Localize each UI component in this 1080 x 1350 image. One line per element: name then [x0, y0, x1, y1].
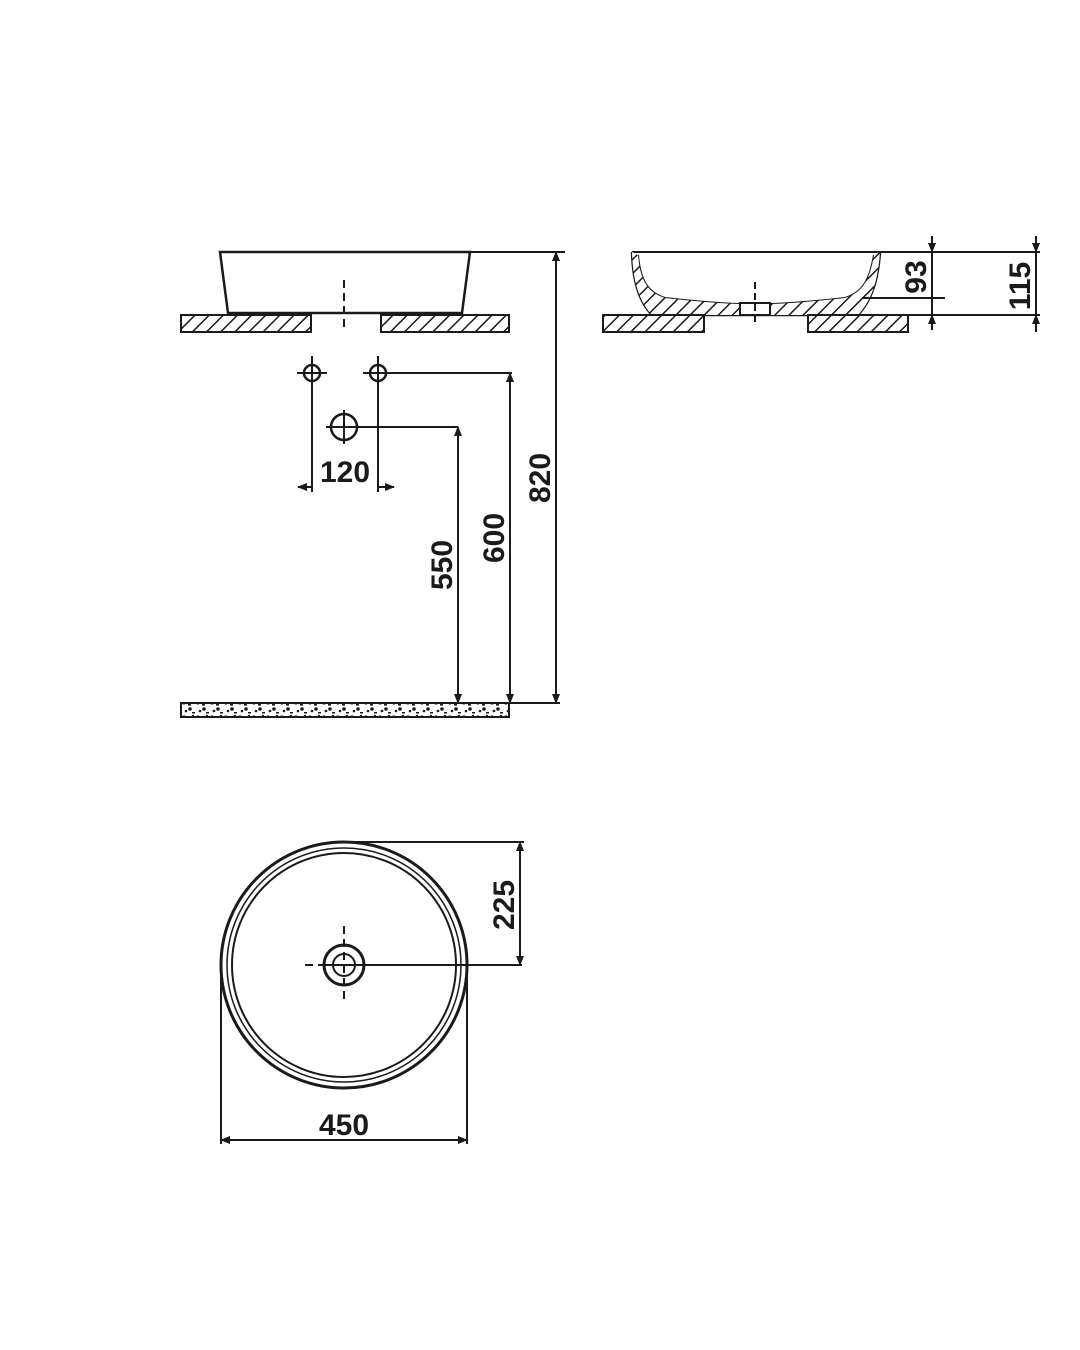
dim-label-diameter: 450 — [319, 1109, 369, 1142]
countertop-left — [180, 314, 312, 333]
basin-section-wall — [632, 252, 740, 315]
dim-label-drain-height: 550 — [426, 540, 459, 590]
wall-connections: 120 550 600 820 — [180, 251, 560, 718]
basin-front-outline — [218, 250, 472, 315]
dim-label-inner-depth: 93 — [900, 260, 933, 293]
dim-label-faucet-spacing: 120 — [320, 456, 370, 489]
section-view: 93 115 — [602, 236, 1040, 333]
section-countertop-right — [807, 314, 909, 333]
dim-label-radius: 225 — [488, 880, 521, 930]
dim-label-outer-height: 115 — [1004, 262, 1037, 310]
floor-section — [180, 702, 510, 718]
dim-label-total-height: 820 — [524, 453, 557, 503]
countertop-right — [380, 314, 510, 333]
dim-label-faucet-height: 600 — [478, 513, 511, 563]
plan-view: 225 450 — [219, 840, 524, 1144]
section-countertop-left — [602, 314, 705, 333]
front-elevation-view — [180, 250, 565, 333]
